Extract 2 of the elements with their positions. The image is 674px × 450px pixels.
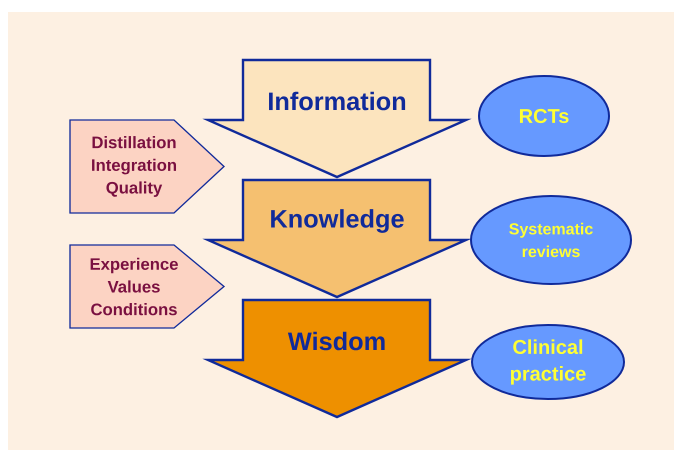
pentagon: Distillation Integration Quality — [69, 119, 225, 214]
pentagon: Experience Values Conditions — [69, 244, 226, 329]
